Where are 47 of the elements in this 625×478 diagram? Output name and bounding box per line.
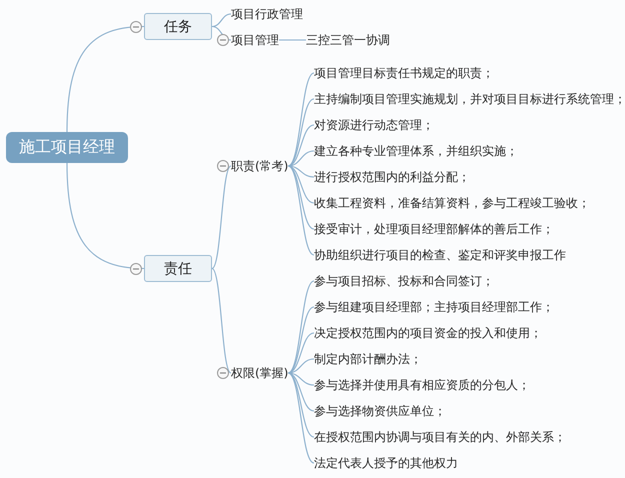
branch-label: 参与项目招标、投标和合同签订； — [314, 273, 494, 289]
branch-label: 权限(掌握) — [231, 365, 288, 381]
central-topic: 施工项目经理 — [6, 132, 128, 163]
connector-line — [288, 306, 314, 374]
connector-line — [288, 372, 314, 412]
connector-line — [288, 372, 314, 386]
branch-label: 三控三管一协调 — [306, 32, 390, 48]
topic-box: 任务 — [144, 13, 212, 40]
connector-line — [288, 124, 314, 167]
connector-line — [66, 26, 144, 132]
branch-label: 法定代表人授予的其他权力 — [314, 455, 458, 471]
topic-box: 责任 — [144, 255, 212, 282]
connector-line — [66, 162, 144, 270]
branch-label: 项目管理 — [231, 32, 279, 48]
branch-label: 进行授权范围内的利益分配； — [314, 169, 470, 185]
branch-label: 主持编制项目管理实施规划，并对项目目标进行系统管理； — [314, 91, 625, 107]
connector-line — [212, 166, 232, 269]
branch-label: 制定内部计酬办法； — [314, 351, 422, 367]
branch-label: 建立各种专业管理体系，并组织实施； — [314, 143, 518, 159]
connector-line — [212, 13, 232, 28]
connector-line — [288, 98, 314, 166]
connector-line — [288, 72, 314, 166]
branch-label: 项目行政管理 — [231, 6, 303, 22]
branch-label: 决定授权范围内的项目资金的投入和使用； — [314, 325, 542, 341]
branch-label: 接受审计，处理项目经理部解体的善后工作； — [314, 221, 554, 237]
connector-line — [212, 26, 232, 41]
branch-label: 协助组织进行项目的检查、鉴定和评奖申报工作 — [314, 247, 566, 263]
connector-line — [288, 150, 314, 167]
connector-line — [288, 166, 314, 256]
connector-line — [288, 165, 314, 178]
connector-line — [288, 358, 314, 374]
connector-line — [279, 39, 306, 41]
connector-line — [288, 165, 314, 204]
branch-label: 项目管理目标责任书规定的职责； — [314, 65, 494, 81]
connector-line — [288, 372, 314, 464]
connector-line — [288, 332, 314, 374]
branch-label: 参与选择并使用具有相应资质的分包人； — [314, 377, 530, 393]
connector-line — [288, 280, 314, 374]
connector-line — [288, 166, 314, 230]
branch-label: 对资源进行动态管理； — [314, 117, 434, 133]
branch-label: 在授权范围内协调与项目有关的内、外部关系； — [314, 429, 566, 445]
connector-line — [212, 268, 232, 374]
branch-label: 收集工程资料，准备结算资料，参与工程竣工验收； — [314, 195, 590, 211]
connector-line — [288, 372, 314, 438]
branch-label: 职责(常考) — [231, 158, 288, 174]
branch-label: 参与选择物资供应单位； — [314, 403, 446, 419]
branch-label: 参与组建项目经理部；主持项目经理部工作； — [314, 299, 554, 315]
